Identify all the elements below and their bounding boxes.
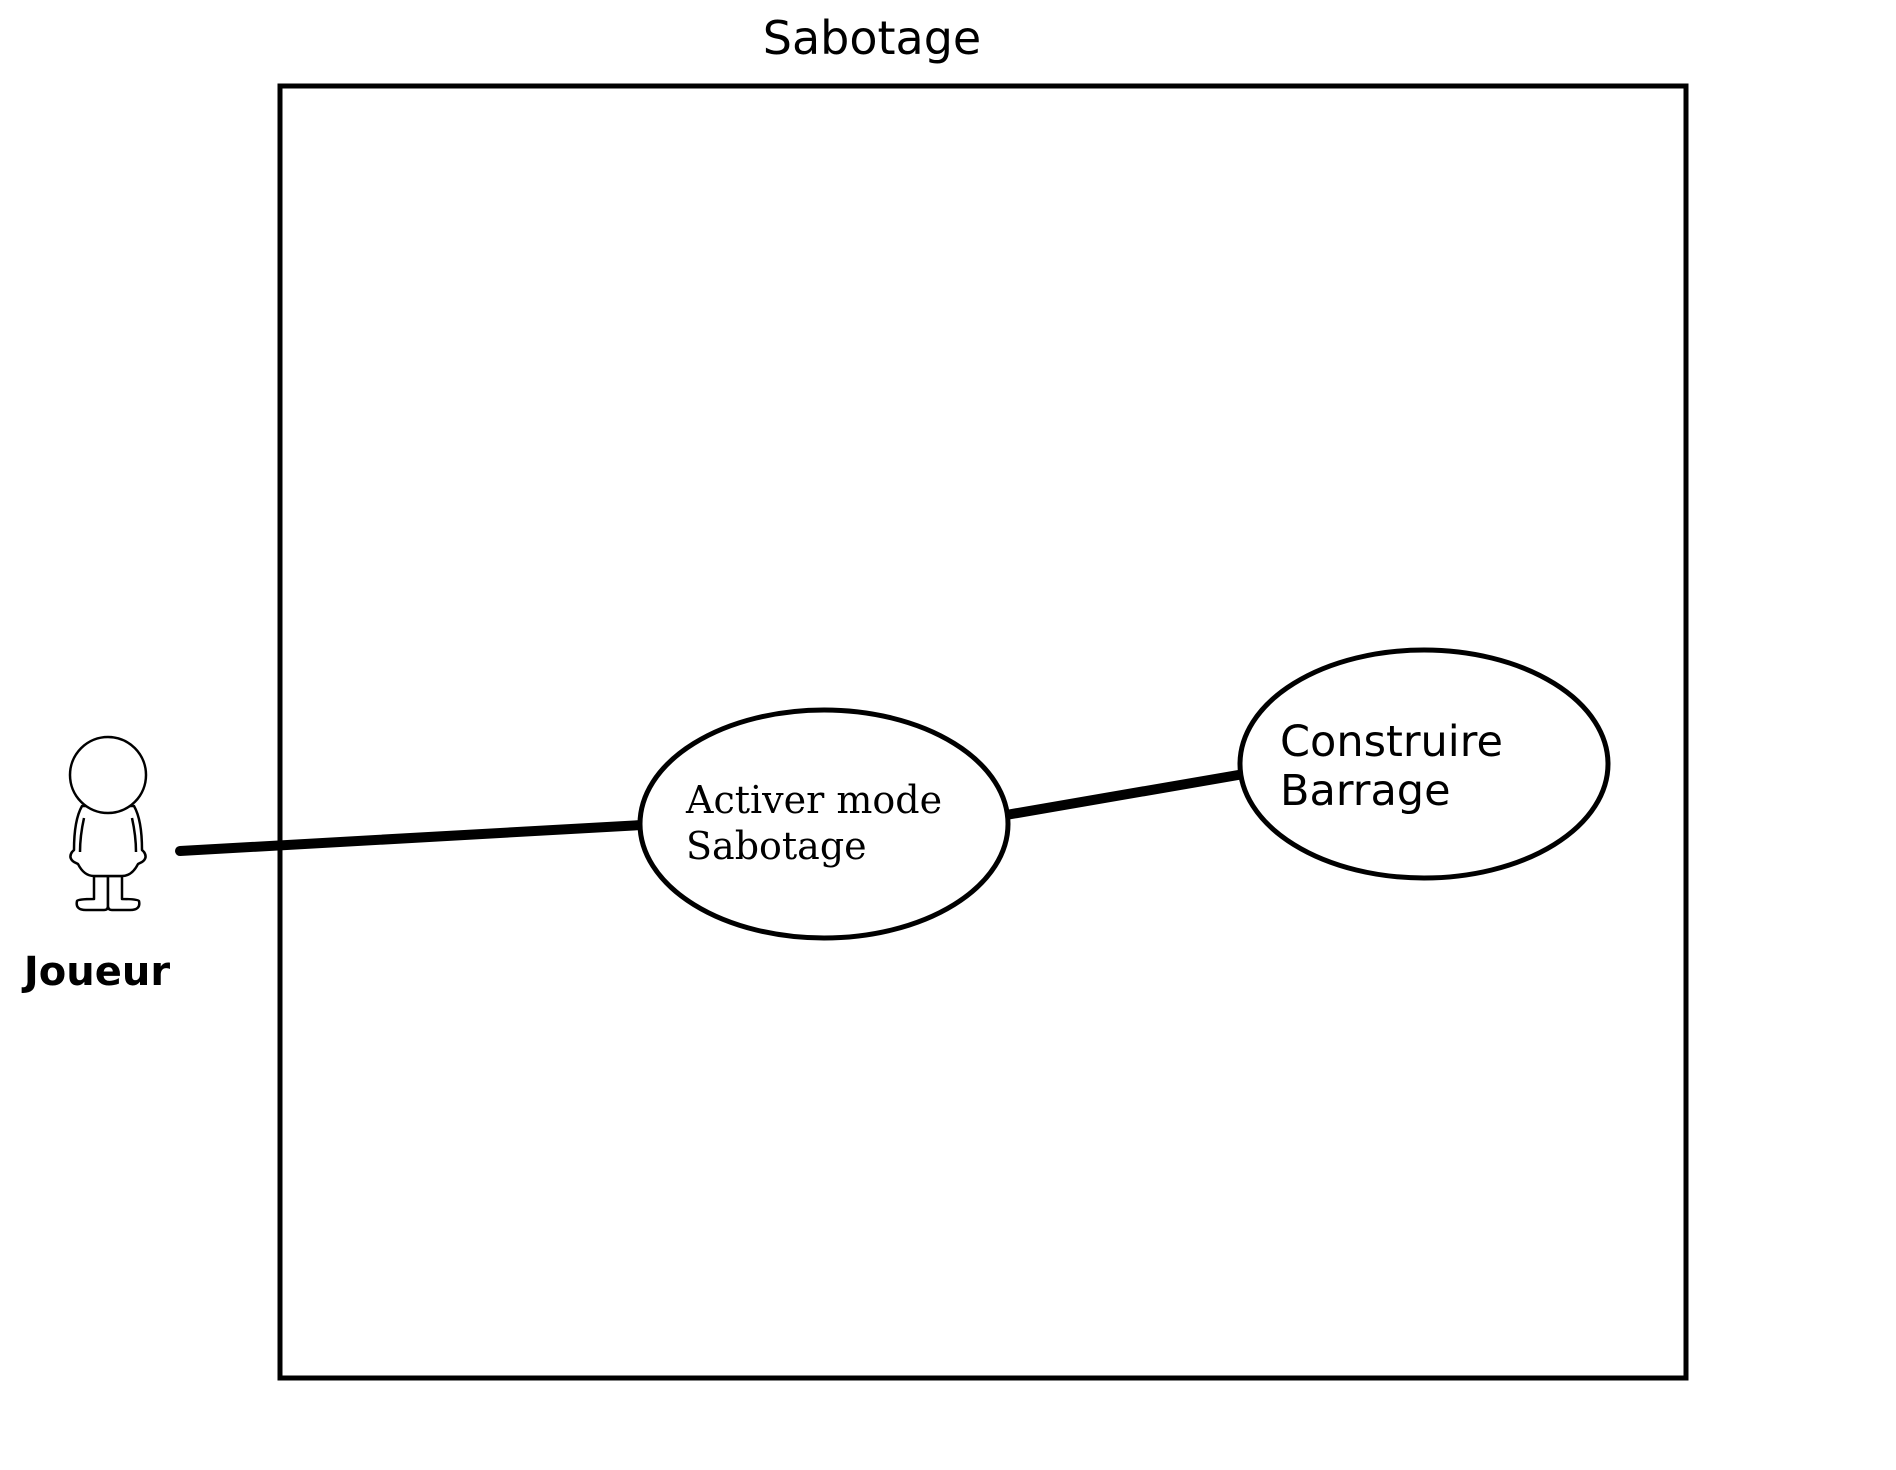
use-case-ellipse xyxy=(637,707,1011,941)
actor-label: Joueur xyxy=(21,949,170,995)
stick-figure-icon xyxy=(68,735,148,912)
association-activer-construire xyxy=(1001,769,1249,820)
system-boundary xyxy=(277,83,1689,1381)
use-case-label-line2: Sabotage xyxy=(686,824,867,868)
use-case-ellipse xyxy=(1237,647,1611,881)
use-case-label-line2: Barrage xyxy=(1280,766,1451,816)
use-case-label-line1: Construire xyxy=(1280,717,1503,767)
use-case-label-line1: Activer mode xyxy=(685,778,942,822)
system-title: Sabotage xyxy=(763,11,981,65)
use-case-construire-barrage[interactable]: Construire Barrage xyxy=(1237,647,1611,881)
association-actor-activer xyxy=(175,820,647,856)
use-case-activer-mode-sabotage[interactable]: Activer mode Sabotage xyxy=(637,707,1011,941)
